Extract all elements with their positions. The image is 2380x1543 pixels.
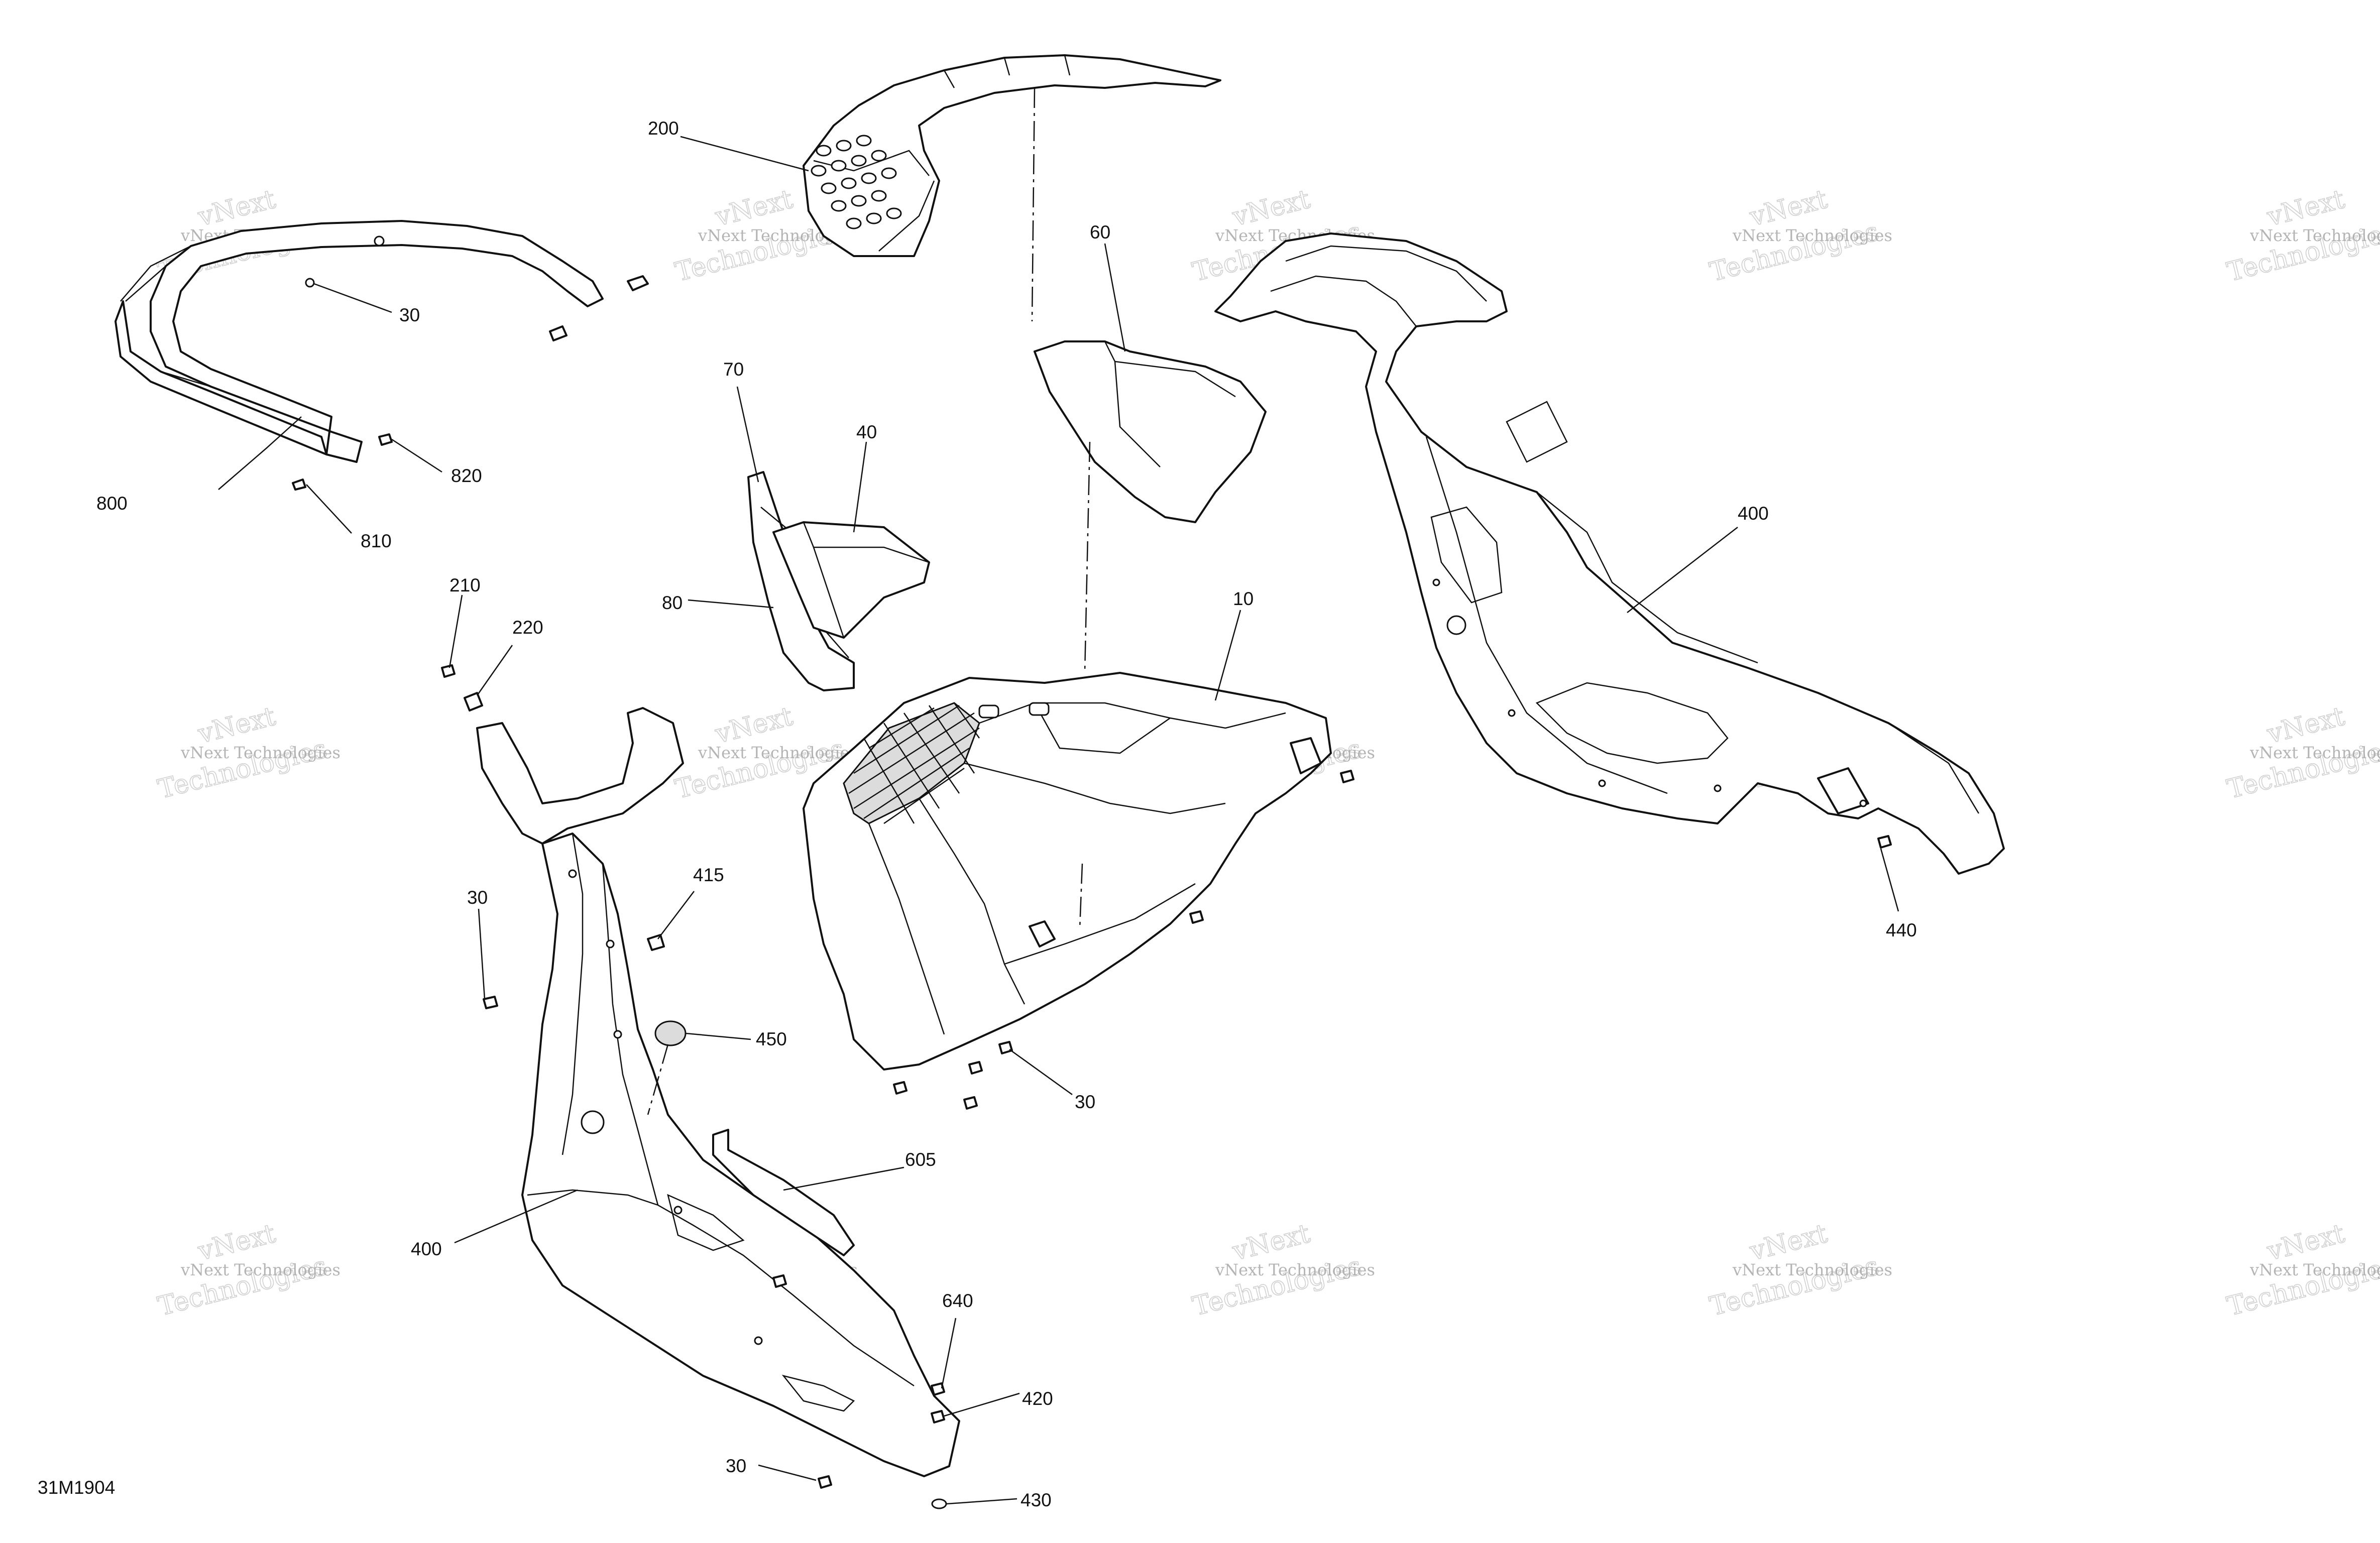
callout-70: 70 (723, 359, 744, 380)
part-800-grab-handle (115, 220, 604, 463)
callout-450: 450 (756, 1029, 787, 1049)
watermark-text: vNext Technologies (180, 743, 341, 762)
part-400-left-side-panel (476, 707, 960, 1477)
assembly-lines (647, 87, 1091, 1115)
watermark-text: vNext (195, 701, 279, 750)
callout-220: 220 (512, 617, 543, 638)
watermark-text: vNext (1229, 184, 1313, 232)
fastener-440 (1877, 835, 1892, 849)
part-10-nose-grille (803, 672, 1332, 1071)
watermark-text: vNext Technologies (2249, 1260, 2380, 1279)
washer-430 (931, 1498, 947, 1509)
watermark-text: vNext (195, 1219, 279, 1267)
callout-415: 415 (693, 865, 724, 885)
watermark-text: vNext (712, 701, 796, 750)
callout-200: 200 (648, 118, 679, 139)
watermark: vNext Technologies vNext Technologies (155, 1218, 341, 1323)
callout-40: 40 (856, 422, 877, 442)
watermark-text: vNext (2264, 184, 2348, 232)
watermark-text: vNext Technologies (2249, 743, 2380, 762)
callout-400: 400 (1738, 503, 1769, 524)
callout-440: 440 (1886, 920, 1917, 940)
watermark-text: vNext (2264, 701, 2348, 750)
callout-820: 820 (451, 465, 482, 486)
callout-labels: 200 30 800 820 810 70 40 80 60 10 400 44… (96, 118, 1917, 1510)
callout-30: 30 (399, 305, 420, 325)
watermark: vNext Technologies vNext Technologies (2224, 184, 2380, 288)
watermark: vNext Technologies vNext Technologies (1707, 1218, 1892, 1323)
watermark: vNext Technologies vNext Technologies (1707, 184, 1892, 288)
callout-400: 400 (411, 1239, 442, 1259)
watermark-text: vNext (1747, 184, 1831, 232)
callout-60: 60 (1090, 222, 1110, 243)
watermark-text: vNext (1747, 1219, 1831, 1267)
watermark-text: vNext Technologies (2249, 226, 2380, 245)
callout-605: 605 (905, 1149, 936, 1170)
fasteners-10 (893, 770, 1354, 1110)
watermark-text: vNext (712, 184, 796, 232)
watermark-text: vNext Technologies (698, 743, 858, 762)
part-400-right-side-panel (1214, 232, 2005, 875)
callout-10: 10 (1233, 588, 1254, 609)
watermark: vNext Technologies vNext Technologies (2224, 701, 2380, 805)
diagram-code: 31M1904 (38, 1477, 115, 1498)
callout-800: 800 (96, 493, 128, 514)
callout-30: 30 (726, 1456, 746, 1476)
part-60-scoop (1034, 340, 1267, 523)
part-40-block (772, 521, 930, 639)
watermark-text: vNext Technologies (1215, 1260, 1375, 1279)
callout-80: 80 (662, 592, 683, 613)
grommet-450 (654, 1020, 687, 1046)
part-605-strip (712, 1129, 855, 1256)
watermark: vNext Technologies vNext Technologies (155, 701, 341, 805)
callout-420: 420 (1022, 1388, 1053, 1409)
vent-holes (811, 135, 902, 229)
leader-lines (218, 136, 1899, 1505)
fasteners-800 (292, 275, 649, 491)
callout-30: 30 (1075, 1092, 1095, 1112)
callout-640: 640 (942, 1290, 973, 1311)
watermark: vNext Technologies vNext Technologies (2224, 1218, 2380, 1323)
callout-30: 30 (467, 887, 488, 908)
watermark: vNext Technologies vNext Technologies (1189, 1218, 1375, 1323)
callout-810: 810 (361, 531, 392, 551)
watermark-text: vNext Technologies (1732, 1260, 1892, 1279)
callout-430: 430 (1021, 1490, 1052, 1510)
watermark-text: vNext (195, 184, 279, 232)
watermark-text: vNext Technologies (180, 1260, 341, 1279)
part-200-upper-cowl (803, 54, 1221, 257)
watermark-text: vNext (1229, 1219, 1313, 1267)
watermark-text: vNext Technologies (1732, 226, 1892, 245)
callout-210: 210 (449, 575, 481, 596)
watermark-text: vNext (2264, 1219, 2348, 1267)
fasteners-left (441, 664, 947, 1509)
